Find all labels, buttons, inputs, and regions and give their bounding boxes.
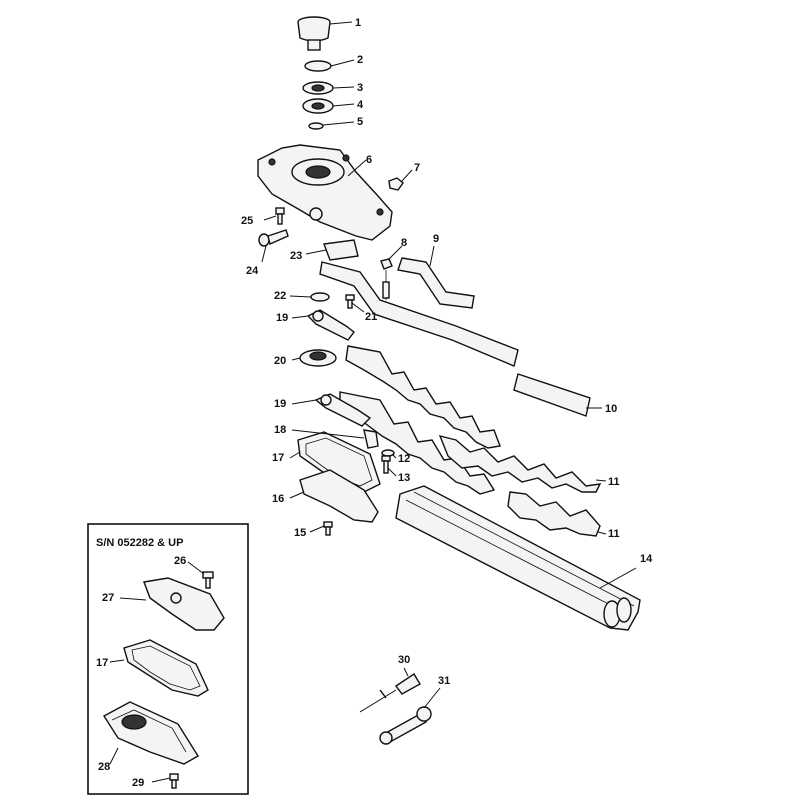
- part-7-nut: [388, 177, 404, 191]
- label-part-29: 29: [132, 777, 144, 789]
- label-part-26: 26: [174, 555, 186, 567]
- label-part-19-upper: 19: [276, 312, 288, 324]
- part-14-blade-cover: [395, 485, 641, 631]
- label-part-14: 14: [640, 553, 653, 565]
- label-part-12: 12: [398, 453, 410, 465]
- part-2-ring: [304, 60, 332, 72]
- label-part-1: 1: [355, 17, 361, 29]
- label-part-9: 9: [433, 233, 439, 245]
- connecting-bar: [319, 261, 519, 367]
- label-part-24: 24: [246, 265, 259, 277]
- part-4-bearing: [302, 98, 334, 114]
- label-part-6: 6: [366, 154, 372, 166]
- label-part-17: 17: [272, 452, 284, 464]
- label-part-22: 22: [274, 290, 286, 302]
- part-24-bolt: [258, 229, 289, 247]
- part-3-bearing: [302, 81, 334, 95]
- blade-lower: [339, 391, 496, 495]
- label-part-30: 30: [398, 654, 410, 666]
- label-part-21: 21: [365, 311, 377, 323]
- part-11-blade-upper: [438, 434, 602, 493]
- label-part-28: 28: [98, 761, 110, 773]
- part-29-screw: [169, 773, 179, 789]
- label-part-15: 15: [294, 527, 306, 539]
- label-part-2: 2: [357, 54, 363, 66]
- part-30-wrench: [359, 673, 421, 713]
- label-part-5: 5: [357, 116, 363, 128]
- part-15-screw: [323, 521, 333, 536]
- part-27-gasket: [143, 577, 225, 631]
- label-part-10: 10: [605, 403, 617, 415]
- part-17-gasket-inset: [123, 639, 209, 697]
- label-part-20: 20: [274, 355, 286, 367]
- label-part-11-upper: 11: [608, 476, 620, 488]
- leader-lines: [261, 21, 637, 709]
- part-6-gear-housing: [257, 144, 393, 241]
- label-part-18: 18: [274, 424, 286, 436]
- part-19-crank-arm-lower: [314, 393, 372, 427]
- part-1-cap: [297, 16, 331, 51]
- part-31-open-wrench: [379, 706, 432, 745]
- label-part-25: 25: [241, 215, 253, 227]
- label-part-3: 3: [357, 82, 363, 94]
- label-part-19-lower: 19: [274, 398, 286, 410]
- label-part-7: 7: [414, 162, 420, 174]
- label-part-16: 16: [272, 493, 284, 505]
- part-26-screw: [202, 571, 214, 589]
- part-20-gear: [299, 349, 337, 367]
- part-22-washer: [310, 292, 330, 302]
- part-12-washer: [381, 449, 395, 457]
- part-21-screw: [345, 294, 355, 309]
- label-part-13: 13: [398, 472, 410, 484]
- part-10-bar-guide: [513, 373, 591, 417]
- blade-upper: [345, 345, 501, 449]
- part-5-washer: [308, 122, 324, 130]
- part-9-bracket: [397, 257, 475, 309]
- part-19-crank-arm-upper: [306, 309, 355, 341]
- reference-labels: 1 2 3 4 5 6 7 25 24 23 8 9 22 21 19 20 1…: [96, 17, 653, 789]
- label-part-31: 31: [438, 675, 450, 687]
- label-part-17-inset: 17: [96, 657, 108, 669]
- part-25-screw: [275, 207, 285, 225]
- part-18-clip: [363, 429, 379, 449]
- inset-title: S/N 052282 & UP: [96, 537, 183, 549]
- part-16-cover-plate: [299, 469, 379, 523]
- label-part-4: 4: [357, 99, 364, 111]
- label-part-8: 8: [401, 237, 407, 249]
- inset-box: S/N 052282 & UP: [87, 523, 249, 795]
- part-28-cover-housing: [103, 701, 199, 765]
- label-part-27: 27: [102, 592, 114, 604]
- part-8-nut: [380, 258, 393, 300]
- part-13-screw: [381, 455, 391, 474]
- part-11-blade-lower: [507, 491, 601, 537]
- label-part-23: 23: [290, 250, 302, 262]
- part-23-plate: [323, 239, 359, 261]
- label-part-11-lower: 11: [608, 528, 620, 540]
